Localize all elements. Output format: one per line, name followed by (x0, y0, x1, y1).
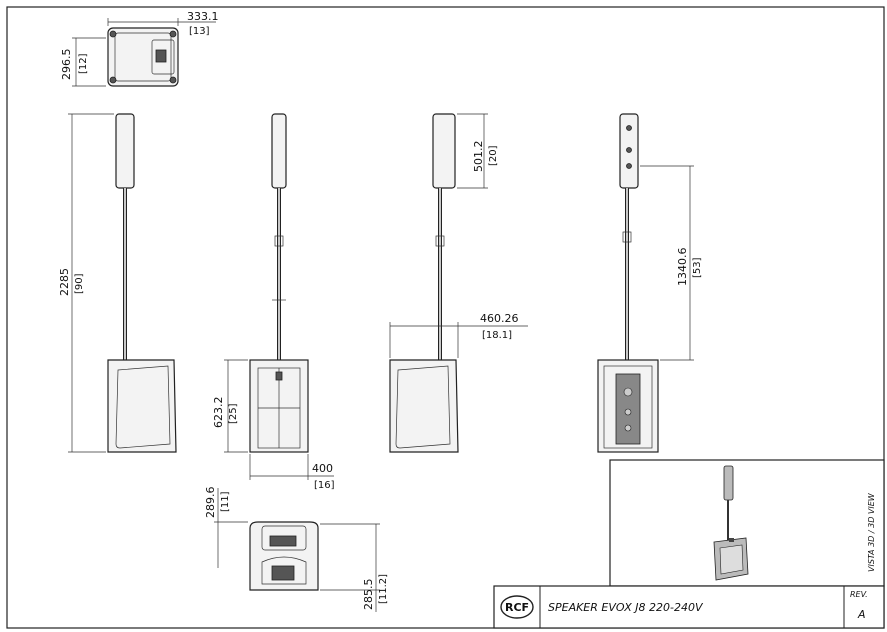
rcf-logo (500, 595, 534, 619)
sheet-border (6, 6, 885, 629)
bottom-view: 289.6 [11] 285.5 [11.2] (204, 487, 389, 612)
3d-view-label: VISTA 3D / 3D VIEW (867, 492, 876, 572)
rear-view: 1340.6 [53] (597, 113, 703, 453)
sub-width-in: [16] (314, 480, 335, 491)
total-height-mm: 2285 (58, 268, 71, 296)
title-block: RCF SPEAKER EVOX J8 220-240V REV. A (493, 585, 885, 629)
side-view-right: 501.2 [20] 460.26 [18.1] (389, 113, 528, 453)
top-depth-mm: 296.5 (60, 49, 73, 81)
top-view-body (107, 27, 179, 87)
sub-width-mm: 400 (312, 462, 333, 475)
side-view-left: 2285 [90] (58, 113, 177, 453)
column-height-in: [20] (488, 145, 499, 166)
total-height-in: [90] (74, 273, 85, 294)
front-view: 623.2 [25] 400 [16] (212, 113, 335, 491)
rev-label: REV. (850, 590, 868, 599)
rev-value: A (857, 608, 866, 621)
pole-height-in: [53] (692, 257, 703, 278)
column-height-mm: 501.2 (472, 141, 485, 173)
bottom-depth-mm: 285.5 (362, 579, 375, 611)
3d-view-panel: VISTA 3D / 3D VIEW (609, 459, 885, 587)
drawing-title: SPEAKER EVOX J8 220-240V (548, 601, 704, 614)
side-depth-mm: 460.26 (480, 312, 519, 325)
bottom-depth-in: [11.2] (378, 574, 389, 604)
bottom-depth-top-in: [11] (220, 491, 231, 512)
pole-height-mm: 1340.6 (676, 248, 689, 287)
rcf-logo-text: RCF (505, 601, 529, 614)
top-width-in: [13] (189, 26, 210, 37)
sub-height-mm: 623.2 (212, 397, 225, 429)
sub-height-in: [25] (228, 403, 239, 424)
top-view: 333.1 [13] 296.5 [12] (60, 10, 219, 87)
bottom-depth-top-mm: 289.6 (204, 487, 217, 519)
top-depth-in: [12] (78, 53, 89, 74)
top-width-mm: 333.1 (187, 10, 219, 23)
side-depth-in: [18.1] (482, 330, 512, 341)
